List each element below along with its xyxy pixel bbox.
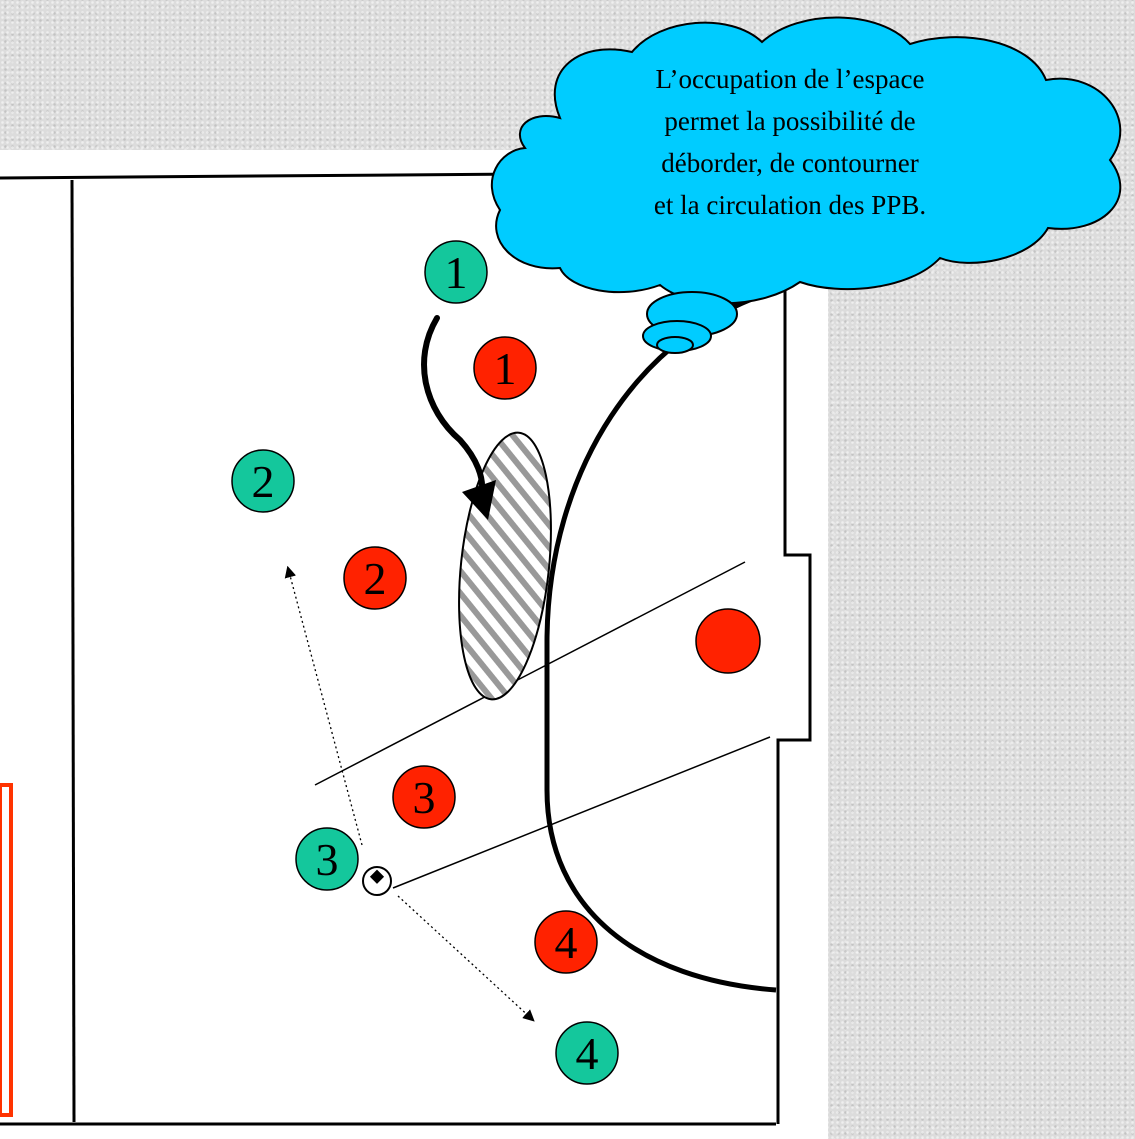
goal-area-arc (544, 287, 779, 993)
defender-2: 2 (343, 546, 407, 610)
ball-icon (362, 866, 392, 896)
thought-bubble-line-4: et la circulation des PPB. (654, 190, 926, 220)
court-goal-line (776, 172, 812, 1124)
thought-bubble: L’occupation de l’espace permet la possi… (490, 16, 1122, 354)
attacker-1-movement-arrow (421, 315, 486, 493)
passing-lane (314, 561, 771, 889)
attacker-4-label: 4 (576, 1028, 599, 1079)
attacker-2-label: 2 (252, 456, 275, 507)
attacker-2: 2 (231, 449, 295, 513)
defender-4-label: 4 (555, 917, 578, 968)
defender-2-label: 2 (364, 553, 387, 604)
thought-bubble-line-3: déborder, de contourner (661, 148, 919, 178)
defenders: 1 2 3 4 (343, 336, 761, 974)
defender-4: 4 (534, 910, 598, 974)
attackers: 1 2 3 4 (231, 240, 619, 1085)
thought-bubble-cloud (490, 16, 1122, 354)
attacker-1-arrowhead (462, 480, 496, 520)
pass-option-to-4 (397, 895, 535, 1022)
attacker-1: 1 (424, 240, 488, 304)
highlight-frame (0, 783, 13, 1117)
attacker-4: 4 (555, 1021, 619, 1085)
attacker-3-label: 3 (316, 834, 339, 885)
court-left-line (70, 179, 76, 1123)
thought-bubble-line-2: permet la possibilité de (664, 106, 915, 136)
defender-1: 1 (473, 336, 537, 400)
defender-3: 3 (392, 765, 456, 829)
goalkeeper (695, 608, 761, 674)
defender-3-label: 3 (413, 772, 436, 823)
attacker-3: 3 (295, 827, 359, 891)
thought-bubble-line-1: L’occupation de l’espace (656, 64, 925, 94)
attacker-1-label: 1 (445, 247, 468, 298)
defender-1-label: 1 (494, 343, 517, 394)
